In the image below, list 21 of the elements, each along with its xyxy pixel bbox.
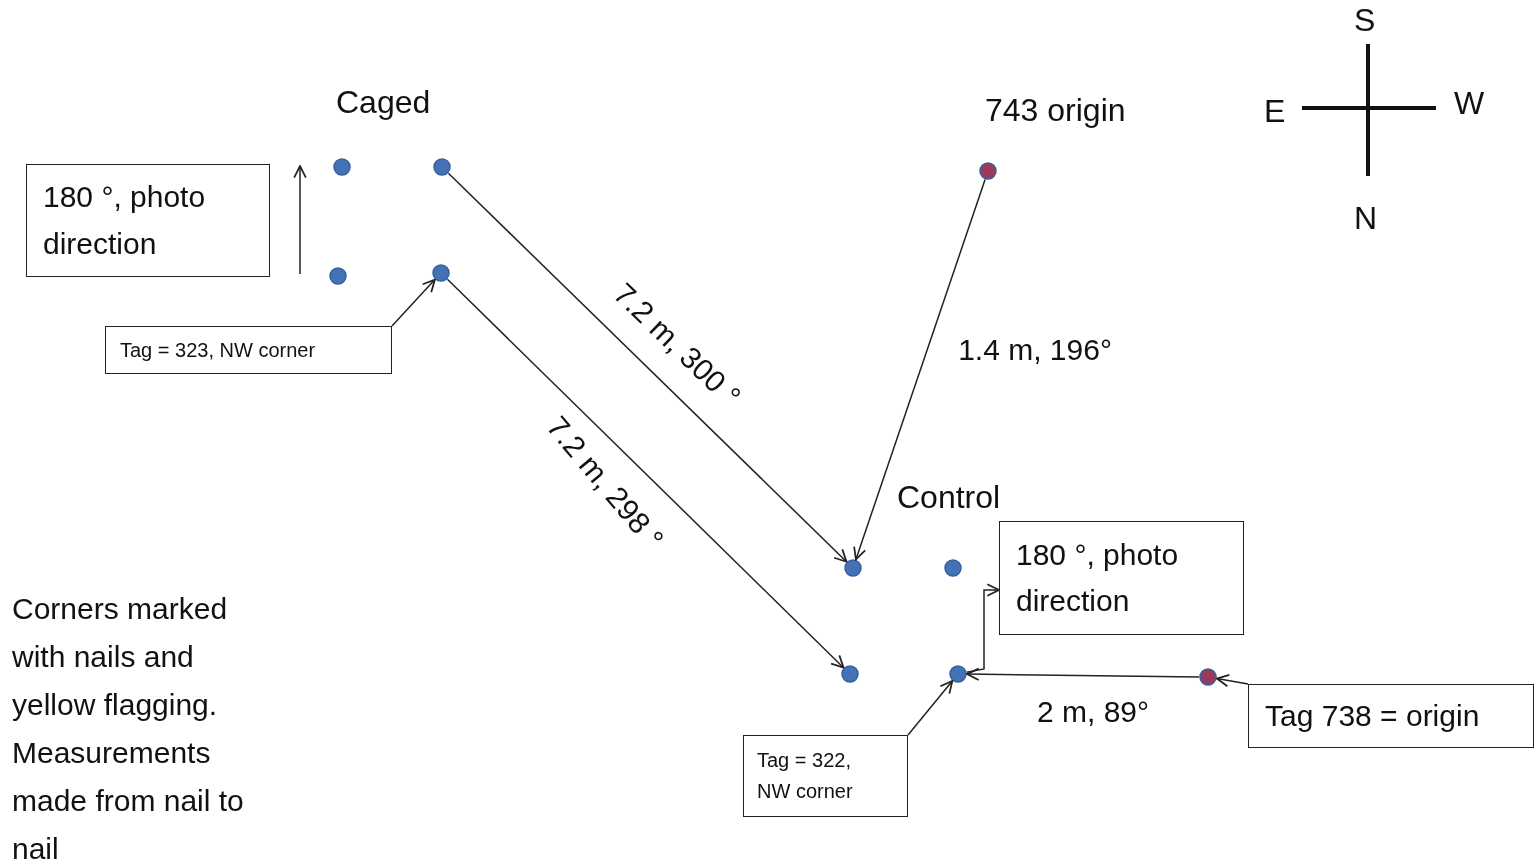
arrow xyxy=(966,667,1200,681)
arrow xyxy=(966,583,1000,674)
compass-letter: E xyxy=(1264,93,1286,130)
group-title: Control xyxy=(897,479,1001,516)
point-label: 743 origin xyxy=(985,92,1126,129)
group-title: Caged xyxy=(336,84,431,121)
compass-letter: W xyxy=(1454,85,1485,122)
arrow xyxy=(391,278,436,327)
text-box: 180 °, photo direction xyxy=(999,521,1244,635)
arrow xyxy=(447,172,848,563)
text-box: Tag = 323, NW corner xyxy=(105,326,392,374)
arrow xyxy=(907,680,954,736)
arrow xyxy=(1216,673,1249,688)
text-box: Tag = 322, NW corner xyxy=(743,735,908,817)
text-box: Tag 738 = origin xyxy=(1248,684,1534,748)
text-box: 180 °, photo direction xyxy=(26,164,270,277)
arrow xyxy=(853,178,986,561)
compass-letter: S xyxy=(1354,2,1376,39)
compass-letter: N xyxy=(1354,200,1378,237)
note-text: Corners marked with nails and yellow flagging. Measurements made from nail to nail xyxy=(12,591,245,866)
arrow xyxy=(446,278,845,669)
